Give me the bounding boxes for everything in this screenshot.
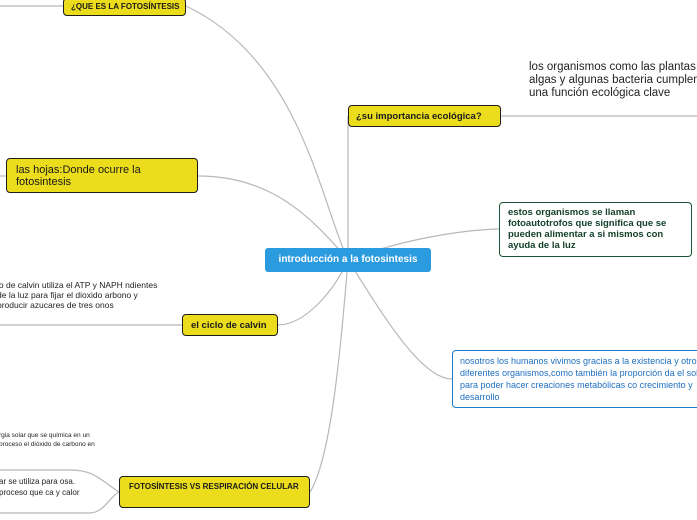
node-que-es-fotosintesis[interactable]: ¿QUE ES LA FOTOSÍNTESIS <box>63 0 186 16</box>
node-humanos[interactable]: nosotros los humanos vivimos gracias a l… <box>452 350 697 408</box>
link-fotosintesis-vs <box>309 259 349 493</box>
text-solar-glucosa[interactable]: ar se utiliza para osa. proceso que ca y… <box>0 477 80 497</box>
node-fotoautotrofos[interactable]: estos organismos se llaman fotoautotrofo… <box>499 202 692 257</box>
link-foto-energia <box>0 469 120 493</box>
link-foto-solar <box>0 491 120 514</box>
node-importancia-ecologica[interactable]: ¿su importancia ecológica? <box>348 105 501 127</box>
node-ciclo-calvin[interactable]: el ciclo de calvin <box>182 314 278 336</box>
text-organismos-funcion[interactable]: los organismos como las plantas, algas y… <box>529 61 697 99</box>
central-topic[interactable]: introducción a la fotosintesis <box>265 248 431 272</box>
text-energia-solar[interactable]: rgia solar que se química en un proceso … <box>0 432 95 448</box>
link-nosotros <box>347 259 453 380</box>
link-que-es <box>185 5 349 261</box>
text-ciclo-calvin-detalle[interactable]: lo de calvin utiliza el ATP y NAPH ndien… <box>0 280 158 310</box>
node-fotosintesis-vs-respiracion[interactable]: FOTOSÍNTESIS VS RESPIRACIÓN CELULAR <box>119 476 310 508</box>
node-hojas[interactable]: las hojas:Donde ocurre la fotosintesis <box>6 158 198 193</box>
link-hojas <box>197 175 349 261</box>
